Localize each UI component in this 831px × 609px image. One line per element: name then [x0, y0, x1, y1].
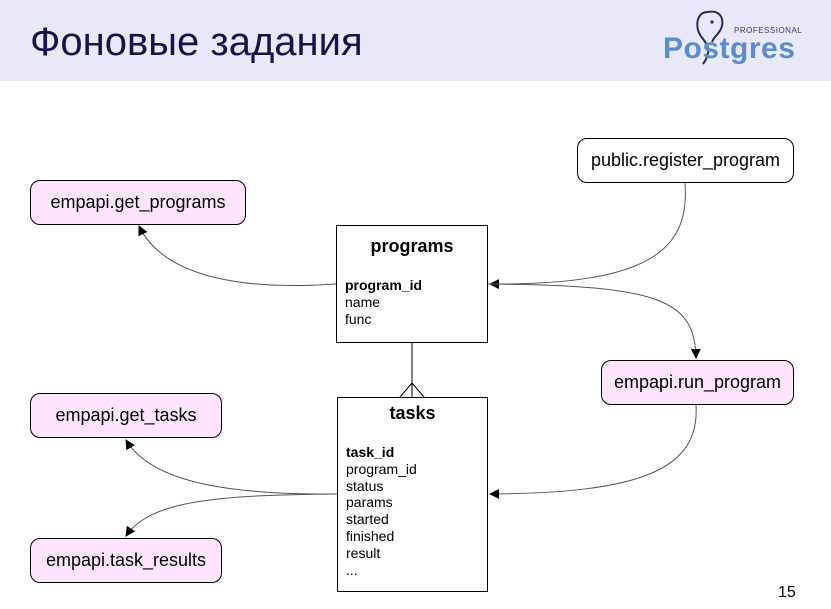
field-status: status [346, 477, 384, 494]
edge-programs-to-run-program [487, 283, 701, 359]
field-finished: finished [346, 527, 395, 544]
func-register-program: public.register_program [577, 138, 794, 183]
field-started: started [346, 511, 389, 528]
slide-title: Фоновые задания [30, 20, 363, 64]
slide-header [0, 0, 831, 81]
logo-tagline: PROFESSIONAL [734, 26, 803, 35]
entity-tasks-fields: task_id program_id status params started… [346, 444, 417, 578]
func-task-results: empapi.task_results [30, 538, 222, 583]
func-run-program: empapi.run_program [601, 360, 794, 405]
func-get-programs: empapi.get_programs [30, 180, 246, 225]
edge-programs-to-get-programs [138, 225, 337, 287]
entity-tasks: tasks task_id program_id status params s… [337, 397, 488, 592]
elephant-icon [696, 10, 724, 65]
entity-programs-fields: program_id name func [345, 277, 422, 327]
edge-register-to-programs [489, 182, 686, 290]
page-number: 15 [778, 584, 796, 601]
entity-programs: programs program_id name func [336, 225, 488, 343]
func-get-tasks: empapi.get_tasks [30, 393, 222, 438]
entity-programs-title: programs [370, 236, 454, 256]
edge-run-program-to-tasks [489, 404, 697, 499]
field-ellipsis: ... [346, 561, 358, 578]
postgres-professional-logo: PROFESSIONAL Postgres [660, 8, 820, 72]
field-func: func [345, 310, 372, 327]
edge-tasks-to-get-tasks [125, 439, 338, 495]
field-program-id-key: program_id [345, 277, 423, 293]
entity-tasks-title: tasks [389, 403, 436, 423]
edge-tasks-to-task-results [125, 493, 338, 537]
logo-wordmark: Postgres [663, 32, 796, 65]
field-result: result [346, 544, 381, 561]
field-params: params [346, 494, 393, 511]
relationship-programs-tasks [399, 343, 425, 398]
field-name: name [345, 293, 381, 310]
field-program-id: program_id [346, 460, 417, 477]
field-task-id-key: task_id [346, 444, 395, 460]
